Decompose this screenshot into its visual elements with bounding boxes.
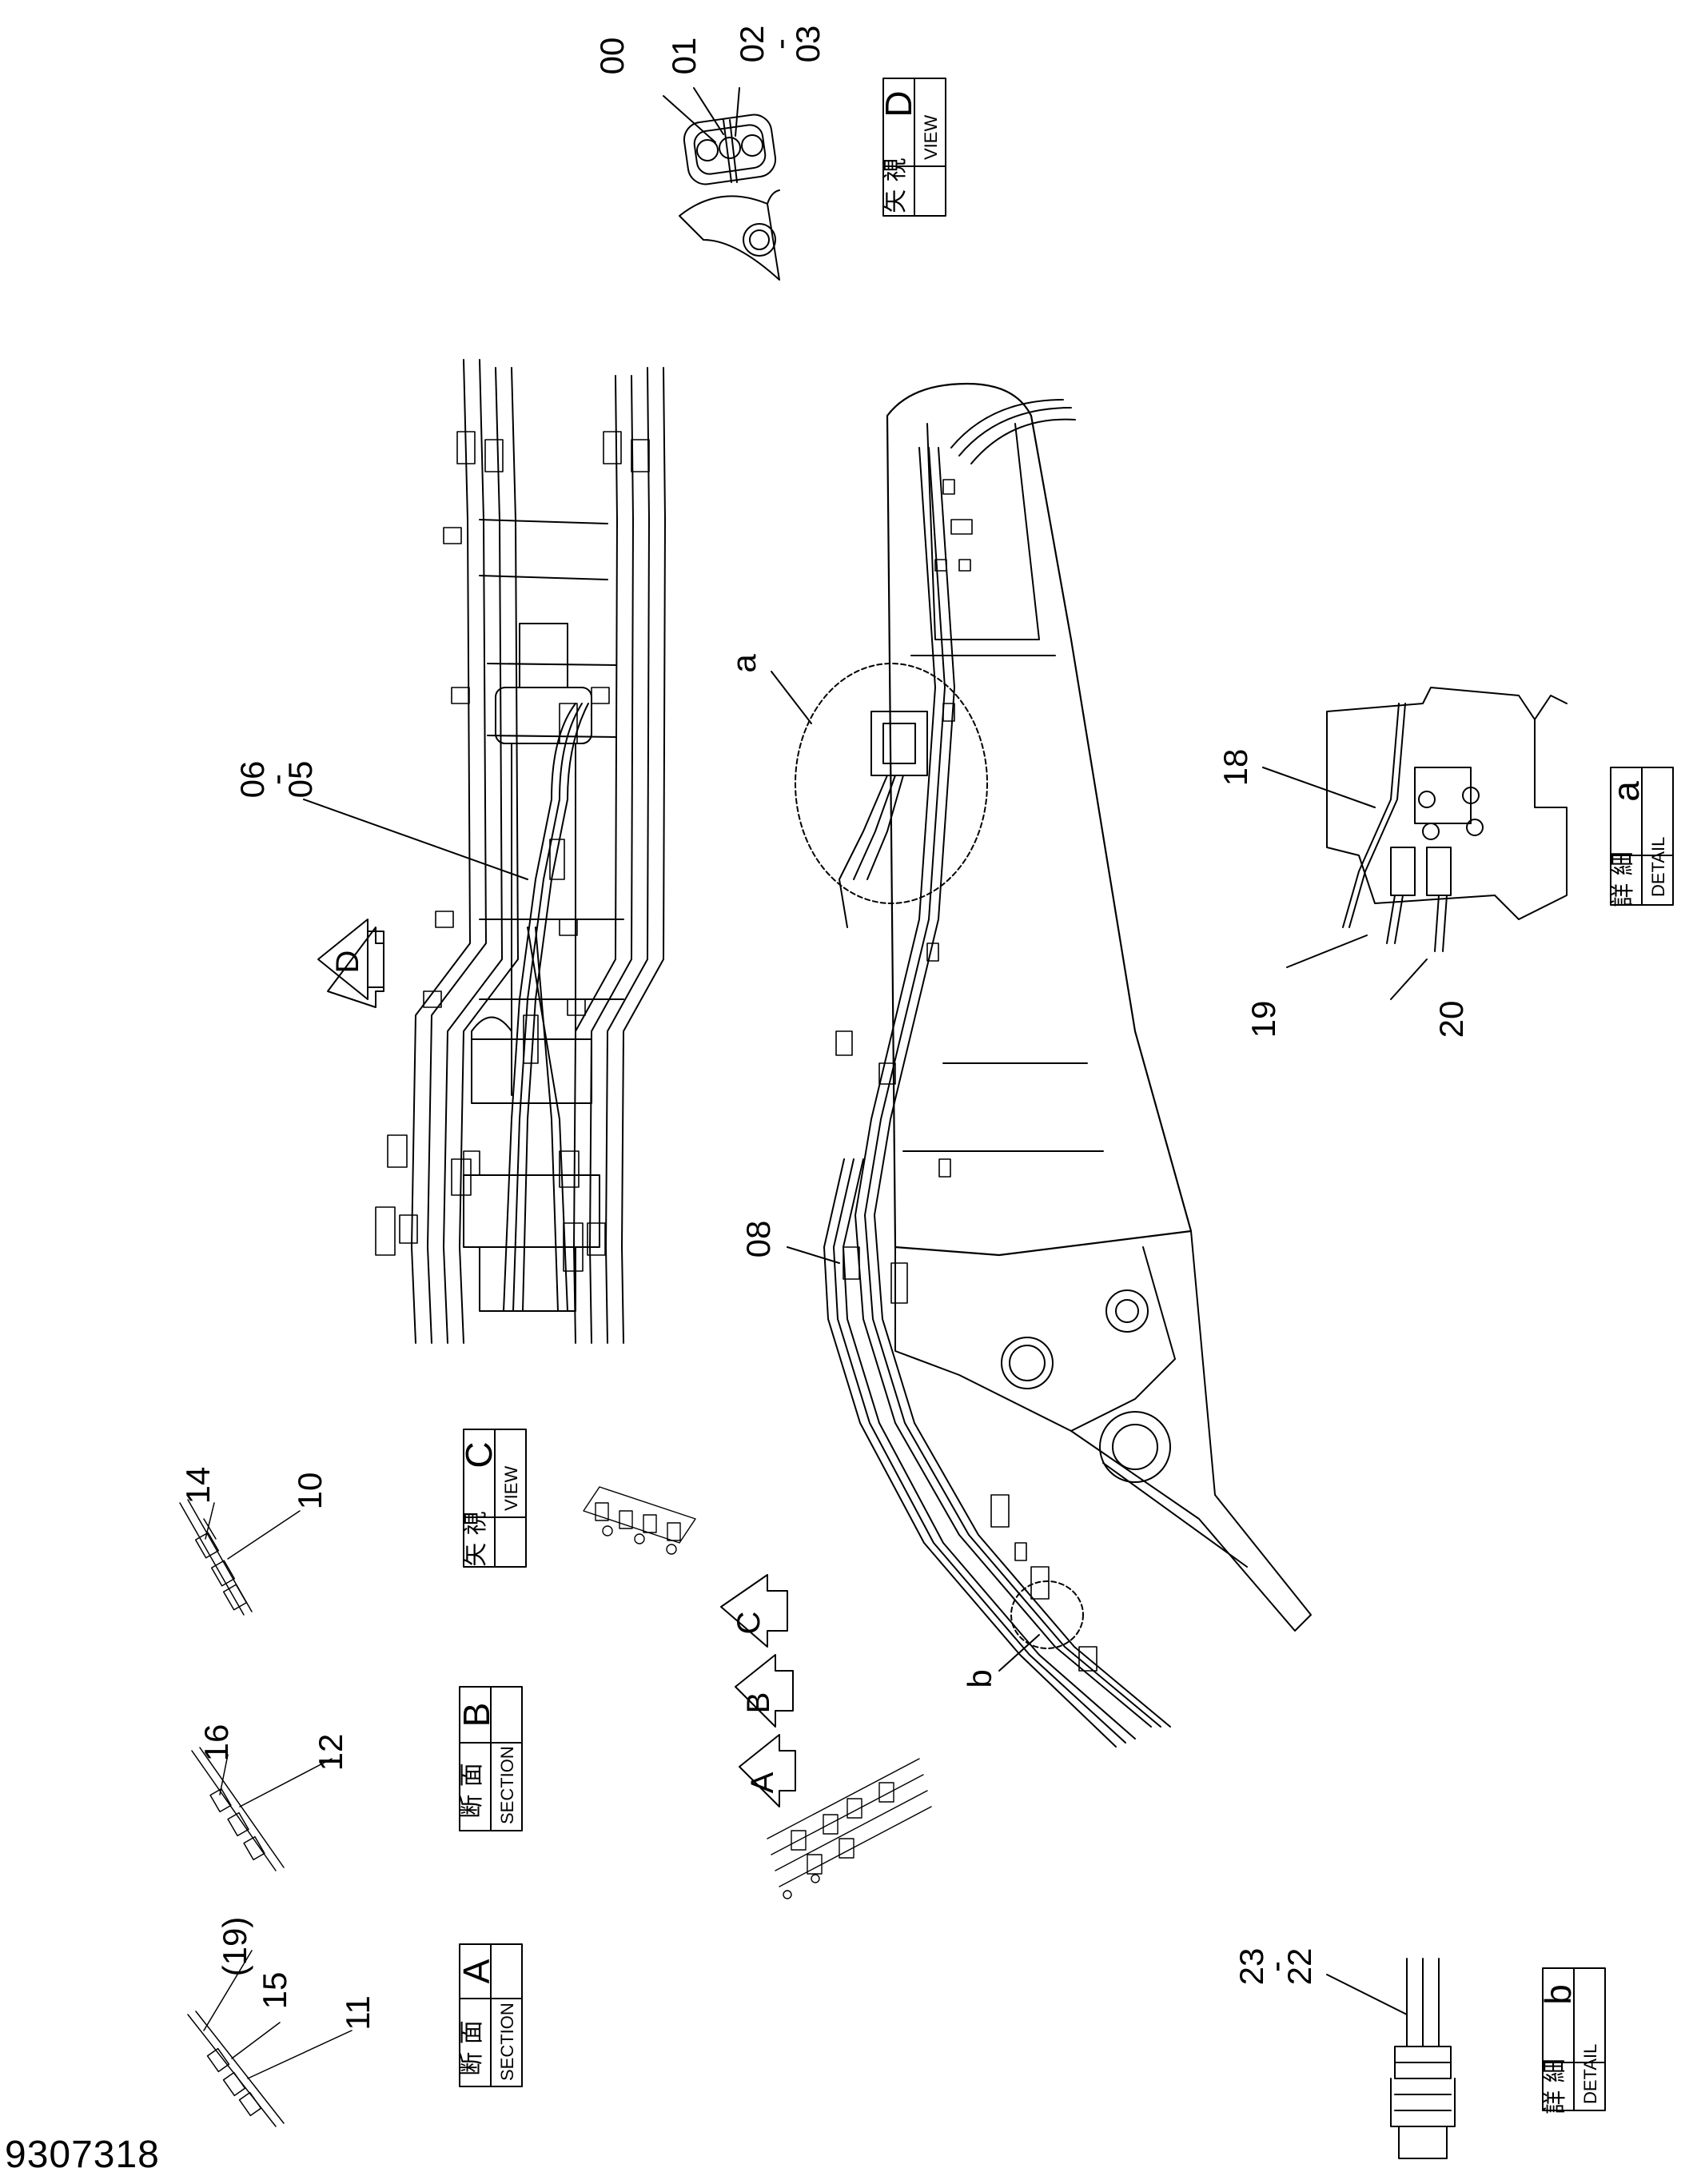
view-d-letter: D	[878, 90, 919, 117]
view-d-arrow-letter: D	[330, 951, 365, 974]
callout-14: 14	[179, 1467, 217, 1504]
section-arrow-a-letter: A	[745, 1772, 780, 1793]
section-b-letter: B	[456, 1703, 497, 1728]
document-number: 9307318	[5, 2134, 160, 2176]
detail-a-jp: 詳 細	[1609, 851, 1637, 907]
view-d-arrow: D	[317, 919, 384, 1008]
callout-05: 05	[281, 761, 319, 799]
callout-18: 18	[1217, 749, 1254, 787]
callout-19-parenthesized: (19)	[216, 1917, 253, 1977]
section-cut-assembly-lower	[767, 1758, 932, 1899]
view-d-jp: 矢 視	[882, 157, 910, 213]
callout-06: 06	[233, 761, 271, 799]
section-b-en: SECTION	[497, 1746, 517, 1824]
callout-08: 08	[739, 1221, 777, 1258]
view-d-en: VIEW	[921, 115, 941, 160]
detail-a-letter: a	[1605, 781, 1647, 802]
section-b-small-drawing	[191, 1747, 333, 1871]
detail-a-tag: 詳 細 DETAIL a	[1605, 767, 1674, 907]
callout-a: a	[725, 654, 763, 673]
view-c-tag: 矢 視 VIEW C	[458, 1429, 527, 1568]
callout-dash-06: -	[257, 774, 295, 785]
section-a-letter: A	[456, 1959, 497, 1983]
section-arrow-b-letter: B	[741, 1692, 776, 1714]
section-a-en: SECTION	[497, 2003, 517, 2081]
detail-b-tag: 詳 細 DETAIL b	[1537, 1967, 1606, 2114]
view-d-detail-drawing	[663, 87, 780, 281]
callout-03: 03	[789, 26, 827, 63]
detail-b-jp: 詳 細	[1541, 2058, 1569, 2114]
section-a-tag: 断 面 SECTION A	[456, 1943, 523, 2087]
arm-top-view-drawing	[303, 359, 666, 1344]
callout-b: b	[961, 1669, 998, 1688]
callout-dash-02: -	[761, 38, 799, 50]
callout-16: 16	[197, 1724, 235, 1762]
callout-11: 11	[339, 1995, 376, 2031]
section-a-jp: 断 面	[458, 2020, 486, 2076]
callout-19: 19	[1245, 1001, 1282, 1038]
callout-15: 15	[256, 1972, 293, 2010]
detail-b-letter: b	[1537, 1984, 1579, 2005]
callout-dash-23: -	[1257, 1961, 1294, 1972]
boom-side-view-drawing	[771, 382, 1312, 1748]
callout-10: 10	[291, 1473, 329, 1510]
section-b-tag: 断 面 SECTION B	[456, 1686, 523, 1831]
callout-01: 01	[665, 38, 703, 75]
detail-a-drawing	[1262, 687, 1568, 1000]
section-arrow-b: B	[735, 1654, 794, 1728]
section-arrow-c-letter: C	[731, 1612, 767, 1635]
view-c-jp: 矢 視	[462, 1511, 490, 1567]
callout-12: 12	[312, 1734, 349, 1772]
section-b-jp: 断 面	[458, 1763, 486, 1819]
section-a-small-drawing	[187, 1950, 353, 2127]
detail-a-en: DETAIL	[1648, 837, 1668, 897]
callout-02: 02	[733, 26, 771, 63]
view-c-small-drawing	[179, 1499, 301, 1616]
view-c-en: VIEW	[501, 1466, 521, 1511]
section-cut-assembly-upper	[583, 1486, 696, 1555]
section-arrow-a: A	[739, 1734, 796, 1807]
callout-23: 23	[1233, 1948, 1270, 1986]
section-arrow-c: C	[720, 1574, 788, 1648]
detail-b-en: DETAIL	[1580, 2044, 1600, 2104]
callout-20: 20	[1432, 1001, 1470, 1038]
callout-00: 00	[593, 38, 631, 75]
view-d-tag: 矢 視 VIEW D	[878, 78, 946, 217]
view-c-letter: C	[458, 1441, 500, 1468]
callout-22: 22	[1281, 1948, 1318, 1986]
detail-b-drawing	[1326, 1958, 1456, 2159]
